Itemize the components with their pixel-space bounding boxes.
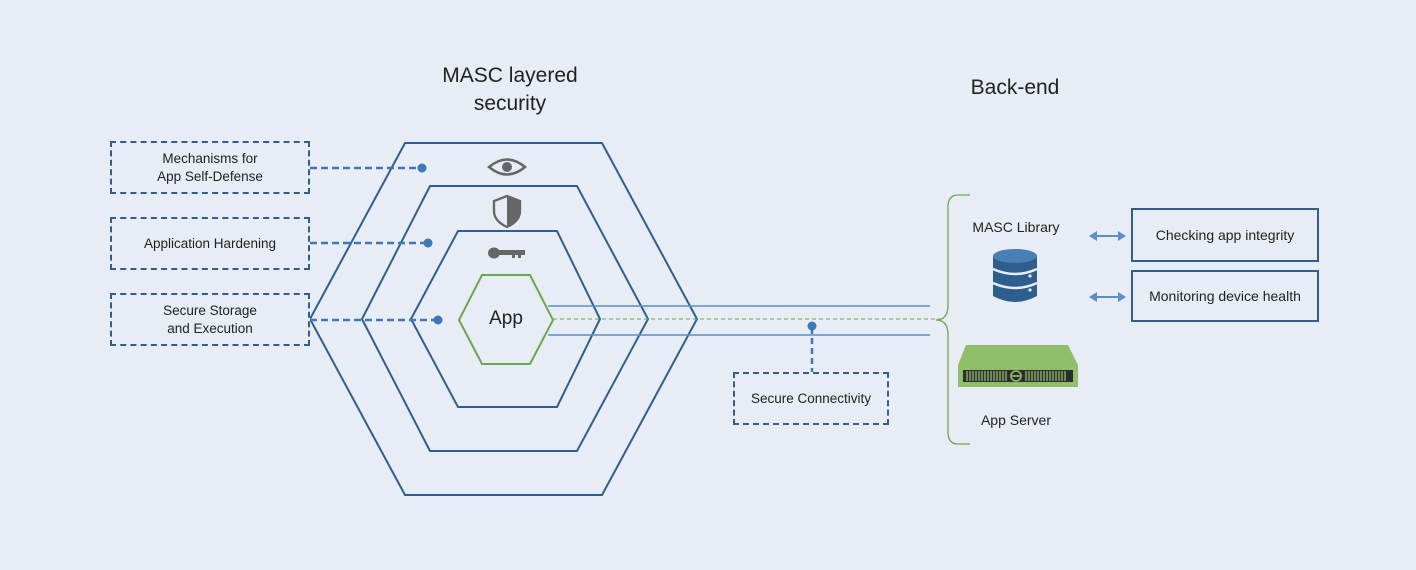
masc-library-label: MASC Library (972, 219, 1060, 235)
layers-title: MASC layered security (442, 64, 578, 115)
secure-storage-box: Secure Storage and Execution (110, 293, 310, 346)
device-health-box: Monitoring device health (1131, 270, 1319, 322)
app-hexagon (457, 274, 555, 365)
server-icon (958, 345, 1078, 387)
backend-title: Back-end (970, 76, 1060, 99)
shield-icon (492, 194, 522, 229)
connector-dot-self-defense (417, 163, 427, 173)
double-arrow-health (1089, 292, 1126, 302)
double-arrow-integrity (1089, 231, 1126, 241)
connector-dot-hardening (423, 238, 433, 248)
connector-dot-connectivity (807, 321, 817, 331)
middle-hexagon-hardening (360, 185, 650, 452)
connector-dot-storage (433, 315, 443, 325)
secure-connectivity-box: Secure Connectivity (733, 372, 889, 425)
key-icon (488, 247, 525, 259)
database-icon (992, 249, 1038, 302)
hardening-box: Application Hardening (110, 217, 310, 270)
backend-brace (935, 194, 970, 445)
app-integrity-box: Checking app integrity (1131, 208, 1319, 262)
app-label: App (489, 308, 523, 329)
eye-icon (487, 158, 527, 176)
self-defense-box: Mechanisms for App Self-Defense (110, 141, 310, 194)
app-server-label: App Server (980, 412, 1052, 428)
